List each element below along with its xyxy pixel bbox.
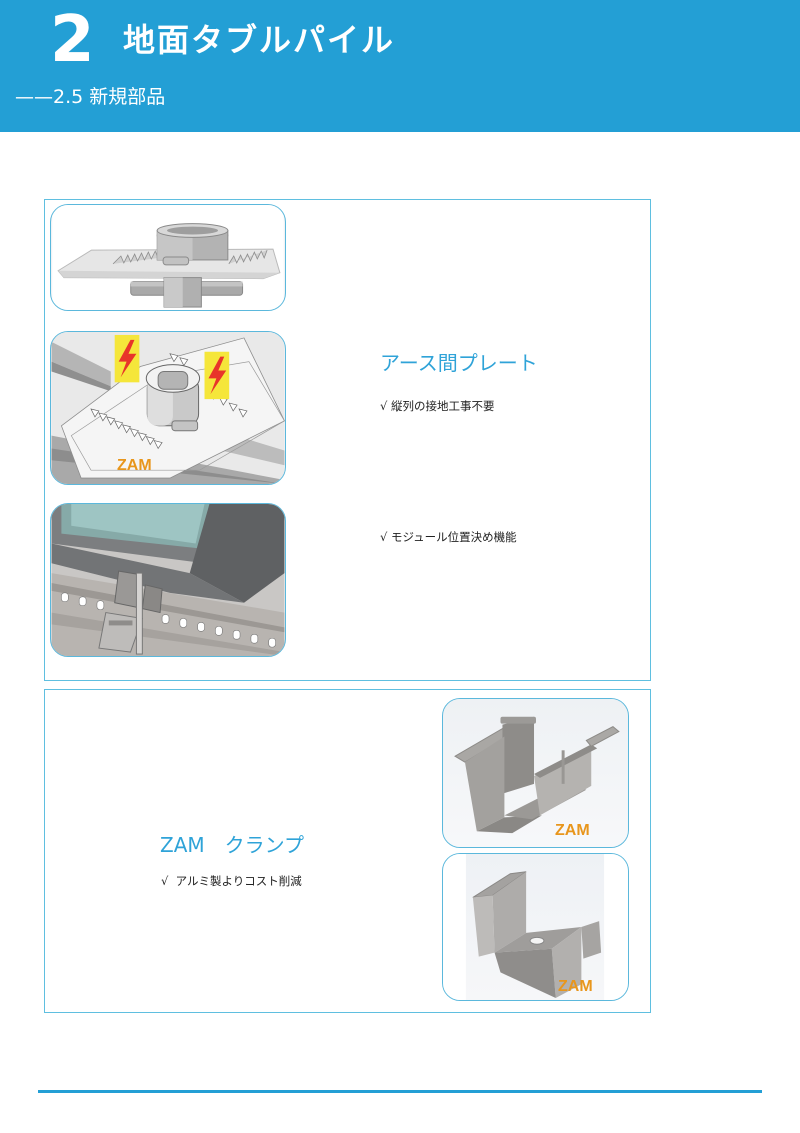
earth-plate-installed-render: ZAM <box>50 331 286 485</box>
zam-label: ZAM <box>558 978 593 995</box>
earth-plate-title: アース間プレート <box>380 351 538 375</box>
lightning-icon <box>204 351 230 400</box>
earth-plate-render <box>50 204 286 311</box>
zam-clamp-section: ZAM クランプ √ アルミ製よりコスト削減 <box>44 689 651 1013</box>
page-header: 2 地面タブルパイル ——2.5 新規部品 <box>0 0 800 132</box>
chapter-title: 地面タブルパイル <box>123 21 396 59</box>
bullet-no-grounding: √ 縦列の接地工事不要 <box>380 399 495 413</box>
earth-plate-installed-image <box>51 332 285 484</box>
earth-plate-image <box>52 205 284 310</box>
module-positioning-image <box>51 504 285 656</box>
section-subtitle: ——2.5 新規部品 <box>15 86 166 108</box>
zam-clamp-z-render: ZAM <box>442 853 629 1001</box>
lightning-icon <box>114 334 140 383</box>
zam-clamp-u-render: ZAM <box>442 698 629 848</box>
bullet-module-positioning: √ モジュール位置決め機能 <box>380 530 517 544</box>
zam-label: ZAM <box>555 822 590 839</box>
bullet-cost-reduction: √ アルミ製よりコスト削減 <box>161 874 302 888</box>
chapter-number: 2 <box>50 3 95 77</box>
footer-divider <box>38 1090 762 1093</box>
zam-label: ZAM <box>117 457 152 474</box>
module-positioning-render <box>50 503 286 657</box>
zam-clamp-z-image <box>443 854 628 1000</box>
zam-clamp-u-image <box>443 699 628 847</box>
zam-clamp-title: ZAM クランプ <box>160 833 305 857</box>
earth-plate-section: ZAM <box>44 199 651 681</box>
